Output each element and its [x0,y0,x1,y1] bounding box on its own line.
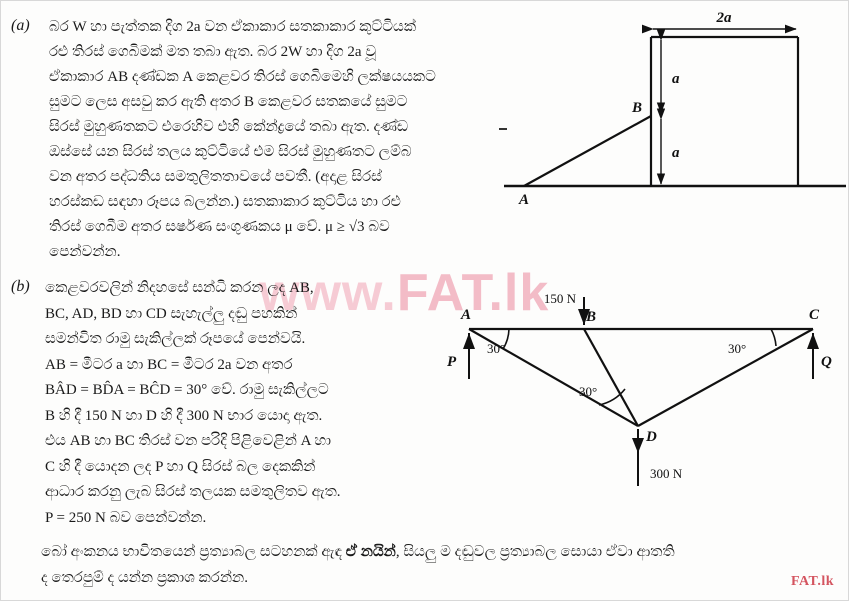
footer-line-1: බෝ අංකනය භාවිතයෙන් ප්‍රත්‍යාබල සටහනක් ඇඳ… [41,539,831,565]
part-b-line-3: සමන්විත රාමු සැකිල්ලක් රූපයේ පෙන්වයි. [45,331,306,347]
reaction-Q-label: Q [821,354,832,370]
angle-D-label: 30° [579,384,597,399]
rod-AB [523,115,652,187]
figure-a-container: 2a a a A B [496,7,848,217]
angle-arc-A [502,328,510,350]
part-a-line-1: බර W හා පැත්තක දිග 2a වන ඒකාකාර සතකාකාර … [49,19,417,35]
member-CD [637,328,814,427]
angle-A-label: 30° [487,341,505,356]
part-b-line-1: කෙළවරවලින් නිදහසේ සන්ධි කරන ලද AB, [45,280,314,296]
part-b-line-2: BC, AD, BD හා CD සැහැල්ලු දඬු පහකින් [45,305,298,322]
part-b-line-10: P = 250 N බව පෙන්වන්න. [45,509,207,526]
part-b-line-8: C හි දී යොදන ලද P හා Q සිරස් බල දෙකකින් [45,458,316,475]
part-b-line-9: ආධාර කරනු ලැබ සිරස් තලයක සමතුලිතව ඇත. [45,484,341,500]
footer-line-1-part-b: , සියලු ම දඬුවල ප්‍රත්‍යාබල සොයා ඒවා ආතත… [395,544,675,560]
point-B-label: B [631,100,642,116]
figure-b-container: 150 N 300 N P Q 30° 30° 30° A B C D [431,283,846,503]
footer-emphasis: ඒ නයින් [345,544,396,560]
reaction-P-label: P [447,354,457,370]
angle-arc-C [770,328,777,347]
part-b-line-5: BÂD = BD̂A = BĈD = 30° වේ. රාමු සැකිල්ලට [45,382,329,398]
part-a-text-block: බර W හා පැත්තක දිග 2a වන ඒකාකාර සතකාකාර … [49,15,499,265]
load-300N-label: 300 N [650,466,683,481]
footer-line-1-part-a: බෝ අංකනය භාවිතයෙන් ප්‍රත්‍යාබල සටහනක් ඇඳ [41,544,346,560]
part-b-text-block: කෙළවරවලින් නිදහසේ සන්ධි කරන ලද AB, BC, A… [45,276,445,531]
dimension-a-upper-label: a [672,71,680,87]
joint-D-label: D [645,429,657,445]
member-AD [468,328,639,427]
footer-line-2: ද තෙරපුම් ද යන්න ප්‍රකාශ කරන්න. [41,570,248,586]
part-a-line-5: සිරස් මුහුණතකට එරෙහිව එහි කේන්ද්‍රයේ තබා… [49,119,409,135]
angle-arc-D [598,388,626,406]
joint-C-label: C [809,307,820,323]
point-A-label: A [518,192,529,208]
part-a-line-6: ඔස්සේ යන සිරස් තලය කුට්ටියේ එම සිරස් මුහ… [49,144,412,160]
part-a-label: (a) [11,17,30,34]
joint-A-label: A [460,307,471,323]
part-b-line-6: B හි දී 150 N හා D හි දී 300 N භාර යොදා … [45,407,323,424]
part-a-line-4: සුමට ලෙස අසවු කර ඇති අතර B කෙළවර සතකයේ ස… [49,94,408,110]
joint-B-label: B [585,309,596,325]
part-a-line-7: වන අතර පද්ධතිය සමතුලිතතාවයේ පවතී. (අදාළ … [49,169,382,185]
dimension-a-lower-label: a [672,145,680,161]
member-BD [583,328,639,427]
footer-instruction-block: බෝ අංකනය භාවිතයෙන් ප්‍රත්‍යාබල සටහනක් ඇඳ… [41,539,831,591]
part-a-line-2: රළු තිරස් ගෙබිමක් මත තබා ඇත. බර 2W හා දි… [49,44,377,60]
part-a-line-9: තිරස් ගෙබීම අතර සර්ෂණ සංගුණකය μ වේ. μ ≥ … [49,219,390,235]
angle-C-label: 30° [728,341,746,356]
figure-b-svg: 150 N 300 N P Q 30° 30° 30° A B C D [447,291,832,486]
part-a-line-8: හරස්කඩ සඳහා රූපය බලන්න.) සතකාකාර කුට්ටිය… [49,194,401,210]
figure-a-svg: 2a a a A B [499,10,846,208]
part-b-line-4: AB = මීටර a හා BC = මීටර 2a වන අතර [45,356,293,373]
part-b-line-7: එය AB හා BC තිරස් වන පරිදි පිළිවෙළින් A … [45,433,332,449]
load-300N-arrowhead [632,438,644,453]
part-a-line-3: ඒකාකාර AB දණ්ඩක A කෙළවර තිරස් ගෙබිමෙහි ල… [49,69,436,85]
part-a-line-10: පෙන්වන්න. [49,244,121,260]
load-150N-label: 150 N [544,291,577,306]
part-b-label: (b) [11,278,30,295]
dimension-2a-label: 2a [716,10,733,26]
